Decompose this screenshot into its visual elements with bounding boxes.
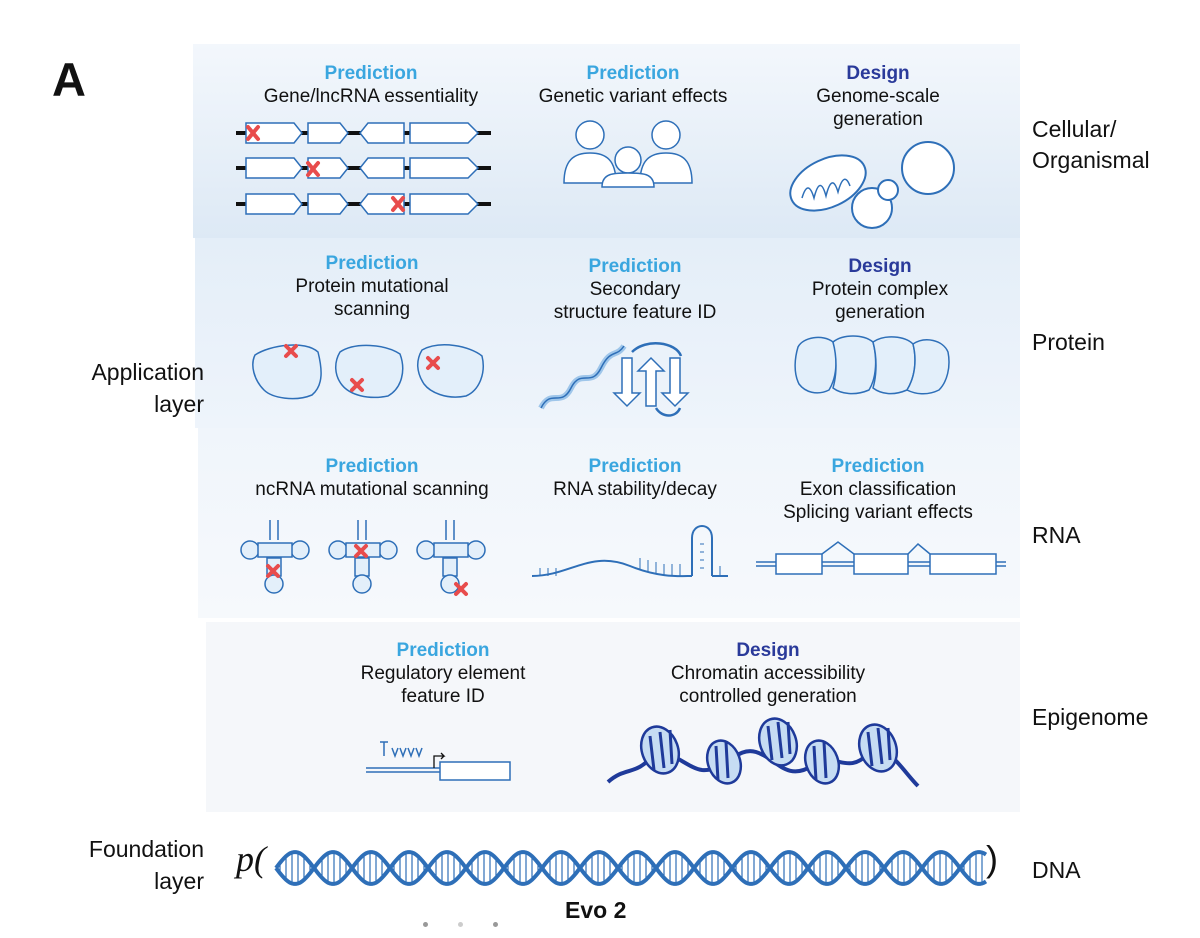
desc-label: RNA stability/decay [553,479,717,500]
kind-label: Prediction [324,63,418,84]
cell-ncrna-scanning: Prediction ncRNA mutational scanning [222,456,522,501]
desc-label: Chromatin accessibility controlled gener… [670,663,866,707]
probability-open: p( [236,839,266,879]
model-name: Evo 2 [565,897,627,923]
motif-promoter-icon [366,741,511,781]
kind-label: Prediction [325,456,419,477]
band-protein [195,238,1020,428]
desc-label: Protein mutational scanning [295,276,449,320]
cell-protein-complex: Design Protein complex generation [780,256,980,324]
kind-label: Prediction [396,640,490,661]
panel-label: A [52,53,86,106]
dna-helix-icon [274,850,988,886]
cell-organelle-icon [789,141,955,229]
kind-label: Design [848,256,912,277]
exon-splicing-icon [756,541,1006,575]
trna-icon [240,520,486,596]
gene-knockout-icon [236,122,491,215]
kind-label: Prediction [586,63,680,84]
row-label-cellular: Cellular/ Organismal [1032,116,1150,173]
row-label-epigenome: Epigenome [1032,704,1149,730]
layer-label-application: Application layer [91,359,204,417]
people-icon [563,120,693,188]
row-label-dna: DNA [1032,857,1081,883]
rna-hairpin-icon [531,525,728,578]
cell-variant-effects: Prediction Genetic variant effects [513,63,753,108]
cell-rna-stability: Prediction RNA stability/decay [530,456,740,501]
kind-label: Design [736,640,800,661]
kind-label: Design [846,63,910,84]
page-dots [423,914,528,932]
probability-close: ) [986,838,998,879]
desc-label: Protein complex generation [811,279,949,323]
kind-label: Prediction [831,456,925,477]
secondary-structure-icon [538,342,690,417]
kind-label: Prediction [325,253,419,274]
cell-regulatory-element: Prediction Regulatory element feature ID [330,640,556,708]
desc-label: ncRNA mutational scanning [255,479,489,500]
nucleosome-icon [606,717,920,788]
cell-gene-essentiality: Prediction Gene/lncRNA essentiality [242,63,500,108]
cell-chromatin-generation: Design Chromatin accessibility controlle… [628,640,908,708]
kind-label: Prediction [588,256,682,277]
cell-genome-generation: Design Genome-scale generation [778,63,978,131]
desc-label: Regulatory element feature ID [360,663,526,707]
cell-protein-scanning: Prediction Protein mutational scanning [262,253,482,321]
protein-complex-icon [794,335,950,395]
row-label-protein: Protein [1032,329,1105,355]
desc-label: Genetic variant effects [538,86,728,107]
band-rna [198,428,1020,618]
desc-label: Genome-scale generation [816,86,940,130]
row-label-rna: RNA [1032,522,1081,548]
protein-mutation-icon [252,344,484,400]
desc-label: Exon classification Splicing variant eff… [783,479,973,523]
desc-label: Secondary structure feature ID [553,279,717,323]
cell-secondary-structure: Prediction Secondary structure feature I… [520,256,750,324]
cell-exon-splicing: Prediction Exon classification Splicing … [758,456,998,524]
kind-label: Prediction [588,456,682,477]
layer-label-foundation: Foundation layer [88,836,204,894]
desc-label: Gene/lncRNA essentiality [263,86,479,107]
